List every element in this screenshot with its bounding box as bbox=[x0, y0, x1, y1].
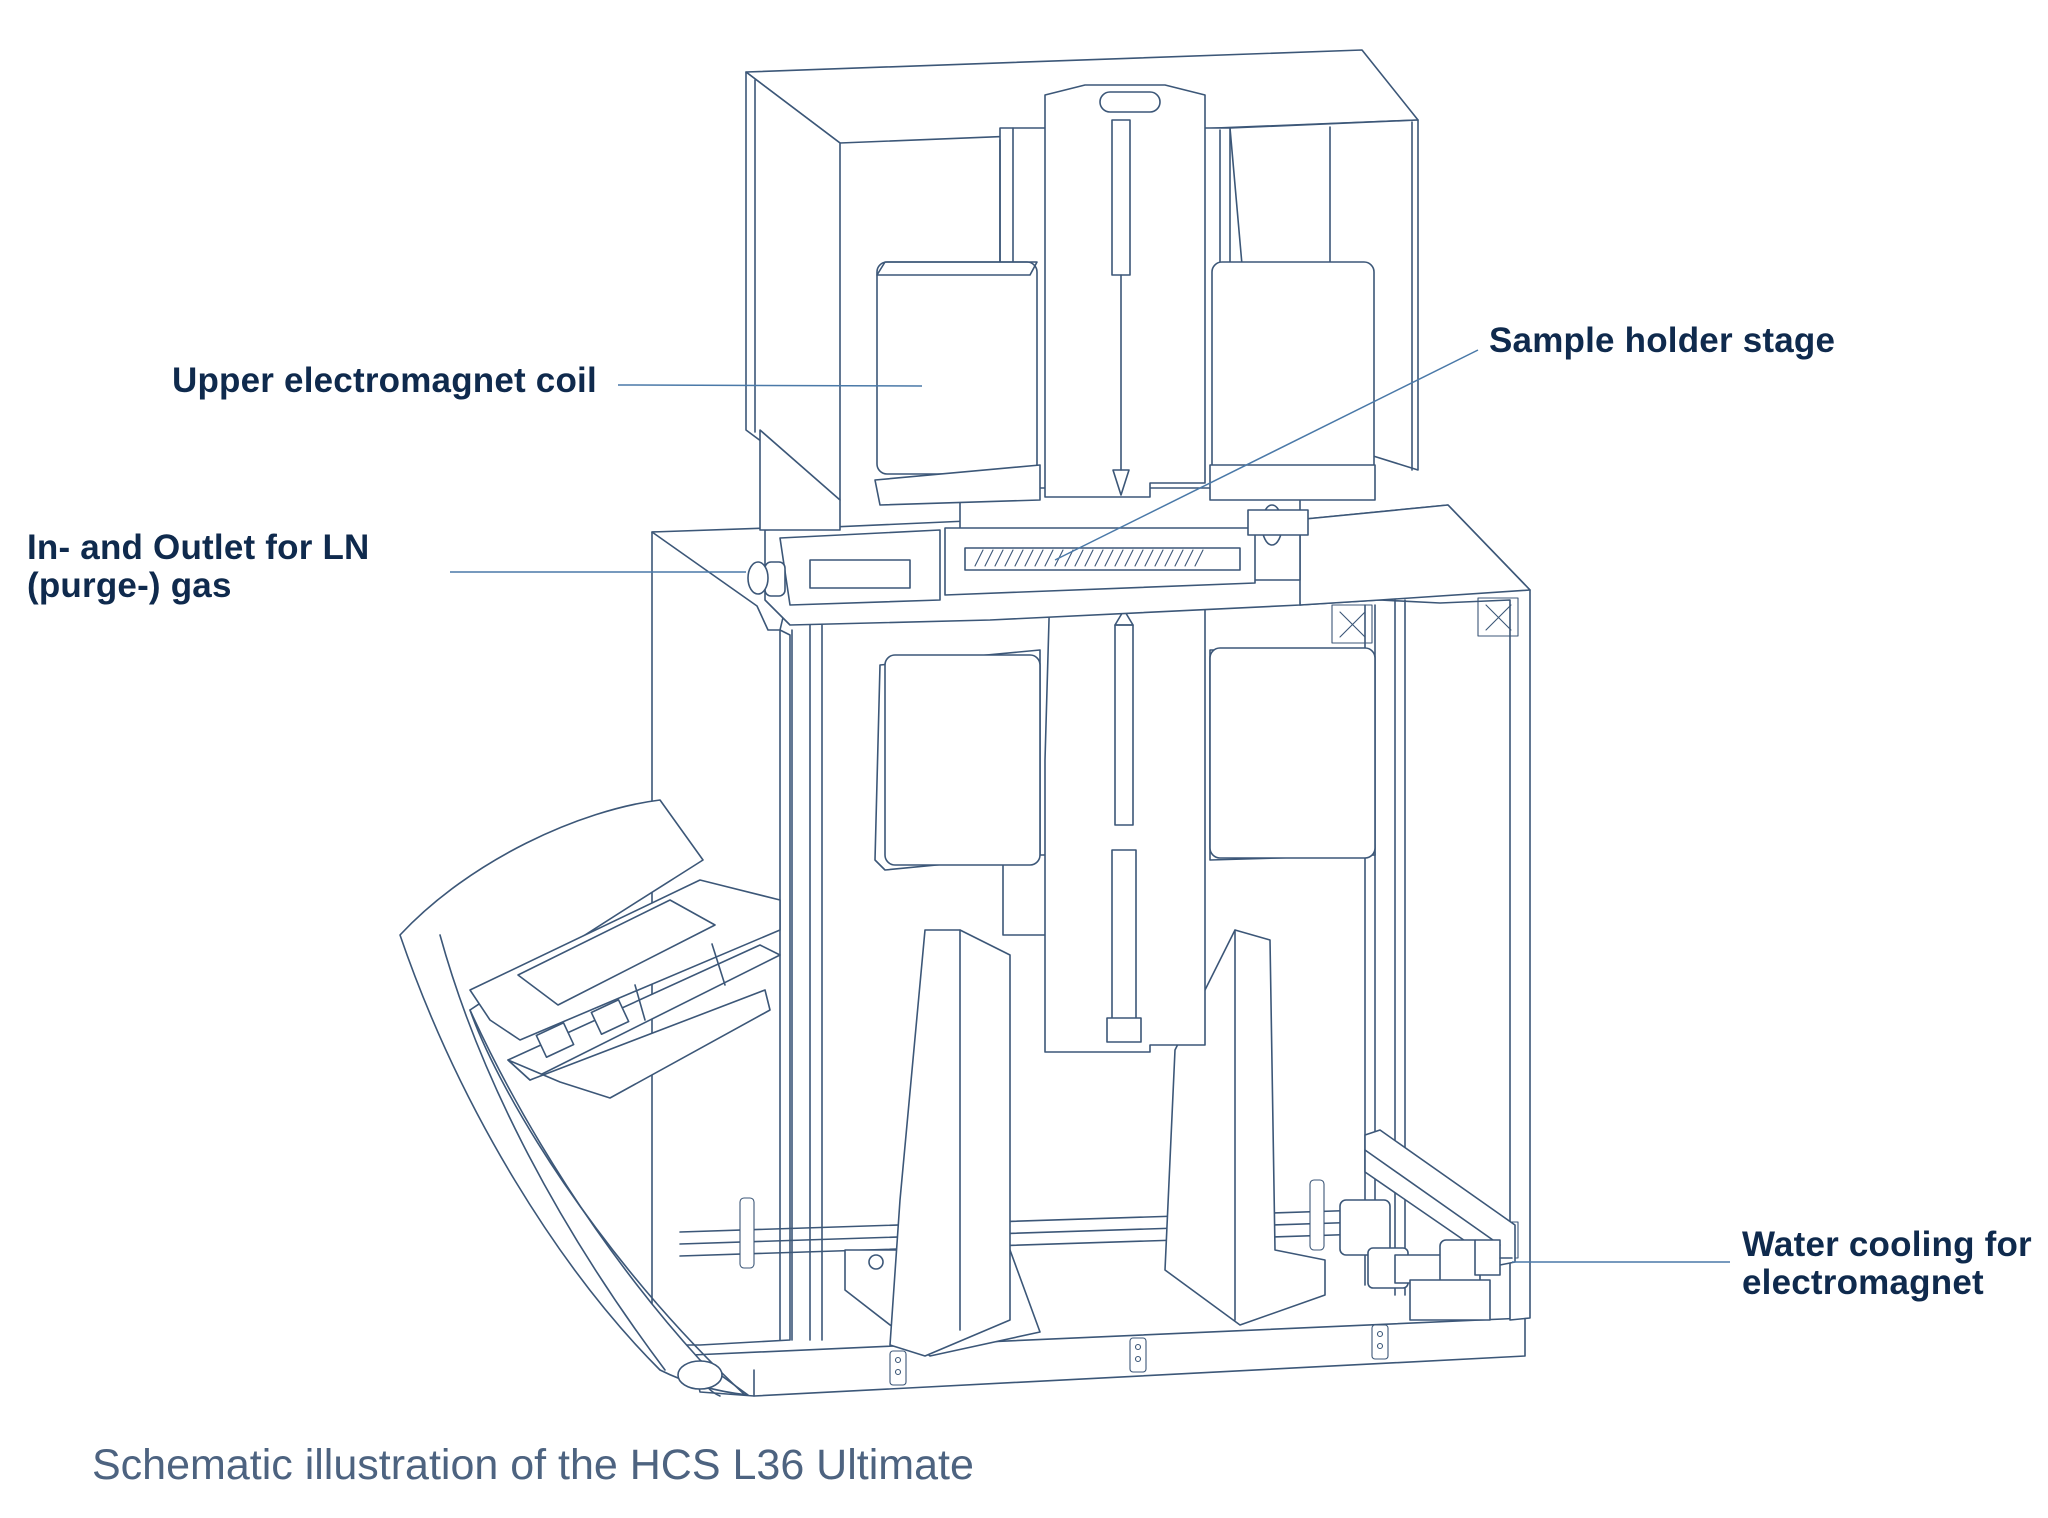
panel-shell bbox=[399, 799, 749, 1396]
leader-sample-stage bbox=[1054, 349, 1479, 561]
upper-housing bbox=[745, 49, 1419, 531]
lower-electromagnet-coil bbox=[874, 647, 1376, 871]
control-display bbox=[517, 899, 716, 1006]
label-water-cooling-line2: electromagnet bbox=[1742, 1263, 1984, 1302]
label-ln-inlet-line2: (purge-) gas bbox=[27, 566, 232, 605]
control-panel bbox=[399, 799, 781, 1397]
figure-caption: Schematic illustration of the HCS L36 Ul… bbox=[92, 1441, 974, 1489]
upper-coil-left bbox=[876, 261, 1038, 475]
pole-piece bbox=[1044, 584, 1206, 1053]
label-ln-inlet-line1: In- and Outlet for LN bbox=[27, 528, 370, 567]
leader-upper-coil bbox=[617, 384, 923, 387]
leader-lines bbox=[450, 349, 1730, 1263]
label-upper-coil: Upper electromagnet coil bbox=[172, 361, 597, 400]
label-water-cooling-line1: Water cooling for bbox=[1742, 1225, 2032, 1264]
label-water-cooling: Water cooling for electromagnet bbox=[1742, 1226, 2032, 1302]
label-ln-inlet: In- and Outlet for LN (purge-) gas bbox=[27, 529, 370, 605]
lower-enclosure bbox=[651, 504, 1531, 1397]
base-plate bbox=[691, 1317, 1526, 1397]
water-cooling-connectors bbox=[1339, 1199, 1513, 1321]
label-sample-stage: Sample holder stage bbox=[1489, 321, 1836, 360]
